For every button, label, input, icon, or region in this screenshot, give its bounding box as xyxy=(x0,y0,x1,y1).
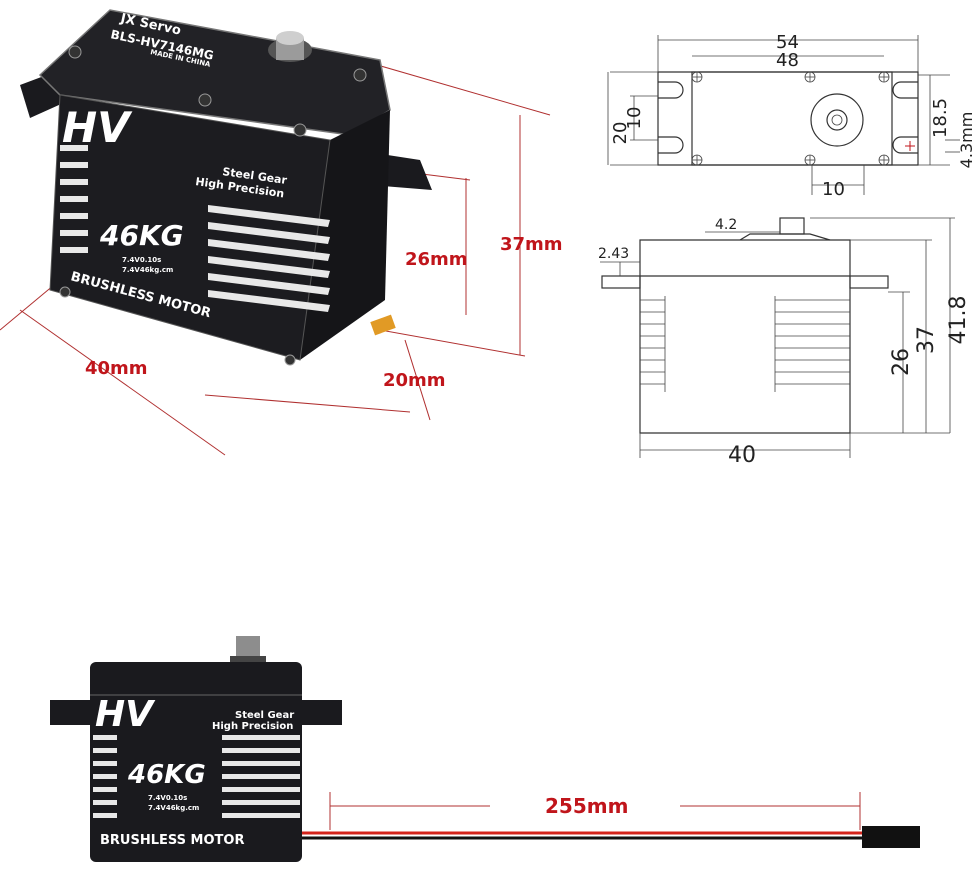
motor-label-bottom: BRUSHLESS MOTOR xyxy=(100,833,244,848)
dim-2-43: 2.43 xyxy=(598,246,629,262)
dim-4-2: 4.2 xyxy=(715,217,737,233)
dim-depth-20: 20mm xyxy=(383,370,446,391)
cooling-fins-left xyxy=(60,145,88,253)
dim-48: 48 xyxy=(776,50,799,71)
servo-photo-bottom: HV Steel Gear High Precision 46KG 7.4V0.… xyxy=(50,636,920,862)
cooling-fins-right xyxy=(208,205,330,312)
dim-height-37: 37mm xyxy=(500,234,563,255)
dim-10-bottom: 10 xyxy=(822,179,845,200)
dim-20: 20 xyxy=(610,122,631,145)
hv-logo: HV xyxy=(62,103,133,152)
dim-10-left: 10 xyxy=(624,107,645,130)
dim-width-40: 40mm xyxy=(85,358,148,379)
spec-line-1-bottom: 7.4V0.10s xyxy=(148,794,187,802)
dim-height-26: 26mm xyxy=(405,249,468,270)
torque-badge: 46KG xyxy=(99,219,184,252)
gear-label-2-bottom: High Precision xyxy=(212,721,293,732)
gear-label-1-bottom: Steel Gear xyxy=(235,710,294,721)
dim-cable-255: 255mm xyxy=(545,794,628,818)
dim-41-8: 41.8 xyxy=(946,296,971,345)
dim-37: 37 xyxy=(914,326,939,354)
dim-4-3mm: 4.3mm xyxy=(957,112,976,169)
dim-26: 26 xyxy=(889,348,914,376)
dim-40: 40 xyxy=(728,443,756,468)
bottom-fins-right xyxy=(222,735,300,818)
spec-line-2: 7.4V46kg.cm xyxy=(122,266,173,274)
drawing-top-view: 54 48 20 10 18.5 4.3mm 10 xyxy=(607,32,976,200)
torque-badge-bottom: 46KG xyxy=(127,760,206,790)
hv-logo-bottom: HV xyxy=(95,694,156,735)
dim-54: 54 xyxy=(776,32,799,53)
servo-photo-top: JX Servo BLS-HV7146MG MADE IN CHINA HV S… xyxy=(0,9,563,456)
side-view-fins xyxy=(640,296,850,392)
spec-line-2-bottom: 7.4V46kg.cm xyxy=(148,804,199,812)
dim-18-5: 18.5 xyxy=(930,98,951,138)
drawing-side-view: 4.2 2.43 26 37 41.8 40 xyxy=(598,217,971,468)
spec-line-1: 7.4V0.10s xyxy=(122,256,161,264)
bottom-fins-left xyxy=(93,735,117,818)
